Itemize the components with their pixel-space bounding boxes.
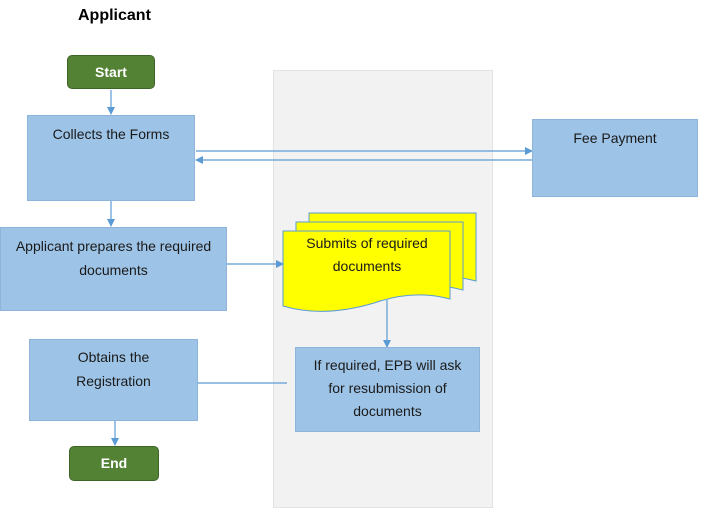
fee-payment-node: Fee Payment <box>532 119 698 197</box>
submit-documents-label: Submits of required documents <box>306 235 428 274</box>
collect-forms-label: Collects the Forms <box>52 126 170 142</box>
collect-forms-node: Collects the Forms <box>27 115 195 201</box>
obtain-registration-node: Obtains the Registration <box>29 339 198 421</box>
document-stack-shape <box>282 212 477 312</box>
end-label: End <box>100 455 128 471</box>
start-node: Start <box>67 55 155 89</box>
fee-payment-label: Fee Payment <box>573 130 657 146</box>
resubmission-label: If required, EPB will ask for resubmissi… <box>313 357 462 419</box>
end-node: End <box>69 446 159 481</box>
diagram-title: Applicant <box>78 7 151 24</box>
prepare-documents-node: Applicant prepares the required document… <box>0 227 227 311</box>
obtain-registration-label: Obtains the Registration <box>76 349 151 389</box>
resubmission-node: If required, EPB will ask for resubmissi… <box>295 347 480 432</box>
start-label: Start <box>95 64 127 80</box>
prepare-documents-label: Applicant prepares the required document… <box>15 238 212 278</box>
